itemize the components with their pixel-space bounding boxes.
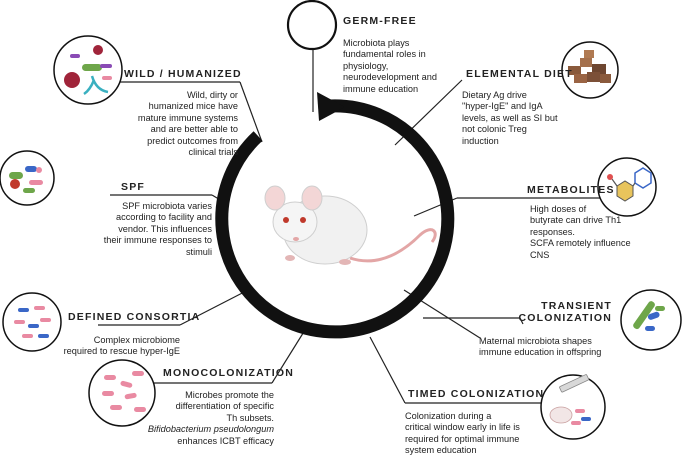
description-line: "hyper-IgE" and IgA (462, 101, 543, 112)
connector-wild (239, 81, 263, 143)
timed-colonization-title: TIMED COLONIZATION (408, 388, 545, 400)
description-line: not colonic Treg (462, 124, 527, 135)
description-line: responses. (530, 226, 575, 237)
description-line: SPF microbiota varies (122, 201, 212, 211)
mouse-illustration (264, 185, 437, 265)
description-line: fundamental roles in (343, 49, 426, 60)
metabolites-title: METABOLITES (527, 184, 615, 196)
description-line: High doses of (530, 204, 587, 214)
transient-colonization-description: Maternal microbiota shapes immune educat… (479, 336, 629, 359)
spf-description: SPF microbiota varies according to facil… (62, 201, 212, 258)
description-line: required for optimal immune (405, 433, 520, 444)
description-line: stimuli (185, 246, 212, 257)
description-line: physiology, (343, 60, 389, 71)
description-line: required to rescue hyper-IgE (63, 346, 180, 357)
description-line: SCFA remotely influence (530, 238, 631, 249)
description-line: immune education in offspring (479, 347, 602, 358)
description-line: humanized mice have (148, 101, 238, 112)
description-line: Microbiota plays (343, 38, 410, 48)
spf-bacteria-icon (0, 150, 55, 206)
germ-free-title: GERM-FREE (343, 15, 417, 27)
description-line: CNS (530, 249, 550, 260)
description-line: Bifidobacterium pseudolongum (147, 424, 274, 435)
description-line: according to facility and (115, 212, 212, 223)
title-line: TRANSIENT (541, 300, 612, 312)
description-line: Dietary Ag drive (462, 90, 527, 100)
description-line: their immune responses to (103, 235, 212, 246)
monocolonization-title: MONOCOLONIZATION (163, 367, 294, 379)
title-line: COLONIZATION (518, 312, 612, 324)
description-line: induction (462, 135, 499, 146)
description-line: Complex microbiome (93, 335, 180, 345)
description-line: neurodevelopment and (343, 72, 437, 83)
description-line: Microbes promote the (185, 390, 274, 400)
description-line: enhances ICBT efficacy (177, 435, 274, 446)
description-line: butyrate can drive Th1 (530, 215, 622, 226)
description-line: system education (405, 445, 477, 456)
connector-mono (271, 329, 306, 384)
arrow-head-icon (317, 92, 345, 121)
description-line: clinical trials (188, 147, 238, 158)
description-line: Th subsets. (226, 412, 275, 423)
connector-defined (179, 287, 253, 326)
timed-colonization-description: Colonization during a critical window ea… (405, 411, 545, 457)
elemental-diet-title: ELEMENTAL DIET (466, 68, 573, 80)
wild-humanized-title: WILD / HUMANIZED (124, 68, 242, 80)
description-line: predict outcomes from (147, 135, 238, 146)
description-line: Maternal microbiota shapes (479, 336, 592, 346)
molecule-icon (597, 157, 657, 217)
defined-consortia-title: DEFINED CONSORTIA (68, 311, 201, 323)
syringe-mouse-icon (540, 374, 606, 440)
description-line: Wild, dirty or (186, 90, 238, 100)
description-line: differentiation of specific (175, 401, 274, 412)
connector-transient-underline (423, 317, 524, 325)
food-pellets-icon (561, 41, 619, 99)
description-line: mature immune systems (137, 112, 238, 123)
elemental-diet-description: Dietary Ag drive "hyper-IgE" and IgA lev… (462, 90, 592, 147)
connector-timed (369, 336, 406, 404)
metabolites-description: High doses of butyrate can drive Th1 res… (530, 204, 655, 261)
description-line: immune education (343, 83, 419, 94)
wild-humanized-description: Wild, dirty or humanized mice have matur… (104, 90, 238, 158)
description-line: Colonization during a (405, 411, 492, 421)
empty-circle-icon (286, 0, 338, 51)
cycle-arrow (215, 92, 455, 339)
wild-microbes-icon (53, 35, 123, 105)
defined-consortia-description: Complex microbiome required to rescue hy… (50, 335, 180, 358)
transient-colonization-title: TRANSIENT COLONIZATION (508, 300, 612, 324)
description-line: and are better able to (150, 124, 238, 135)
description-line: levels, as well as SI but (462, 112, 558, 123)
description-line: vendor. This influences (118, 223, 212, 234)
defined-consortia-bacteria-icon (2, 292, 62, 352)
monocolonization-description: Microbes promote the differentiation of … (130, 390, 274, 447)
spf-title: SPF (121, 181, 146, 193)
monocolonization-bacteria-icon (88, 359, 156, 427)
bacteria-vial-icon (620, 289, 682, 351)
description-line: critical window early in life is (405, 422, 520, 433)
germ-free-description: Microbiota plays fundamental roles in ph… (343, 38, 478, 95)
